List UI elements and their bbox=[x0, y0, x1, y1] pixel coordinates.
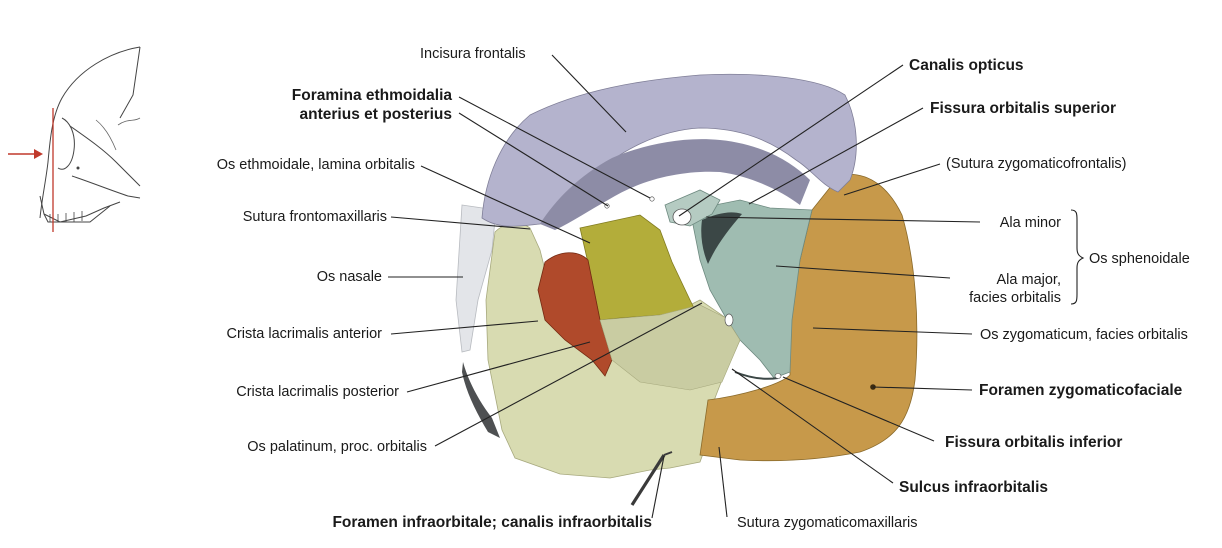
label-sutura-frontomaxillaris: Sutura frontomaxillaris bbox=[243, 209, 387, 225]
label-foramen-zygomaticofaciale: Foramen zygomaticofaciale bbox=[979, 382, 1183, 399]
orbit-illustration bbox=[455, 73, 918, 506]
skull-thumbnail bbox=[8, 46, 141, 232]
label-canalis-opticus: Canalis opticus bbox=[909, 57, 1024, 74]
label-ala-minor: Ala minor bbox=[1000, 215, 1061, 231]
label-ala-major-line2: facies orbitalis bbox=[969, 290, 1061, 306]
label-os-palatinum: Os palatinum, proc. orbitalis bbox=[247, 439, 427, 455]
label-ala-major-line1: Ala major, bbox=[997, 272, 1061, 288]
label-sutura-zygomaticofrontalis: (Sutura zygomaticofrontalis) bbox=[946, 156, 1127, 172]
label-sulcus-infraorbitalis: Sulcus infraorbitalis bbox=[899, 479, 1048, 496]
label-crista-lacrimalis-anterior: Crista lacrimalis anterior bbox=[226, 326, 382, 342]
label-foramina-ethmoidalia-line1: Foramina ethmoidalia bbox=[292, 87, 453, 104]
label-os-nasale: Os nasale bbox=[317, 269, 382, 285]
label-fissura-orbitalis-superior: Fissura orbitalis superior bbox=[930, 100, 1116, 117]
label-incisura-frontalis: Incisura frontalis bbox=[420, 46, 526, 62]
label-os-ethmoidale: Os ethmoidale, lamina orbitalis bbox=[217, 157, 415, 173]
label-crista-lacrimalis-posterior: Crista lacrimalis posterior bbox=[236, 384, 399, 400]
label-foramina-ethmoidalia-line2: anterius et posterius bbox=[300, 106, 452, 123]
label-os-zygomaticum: Os zygomaticum, facies orbitalis bbox=[980, 327, 1188, 343]
label-fissura-orbitalis-inferior: Fissura orbitalis inferior bbox=[945, 434, 1122, 451]
label-sutura-zygomaticomaxillaris: Sutura zygomaticomaxillaris bbox=[737, 515, 918, 531]
label-foramen-infraorbitale: Foramen infraorbitale; canalis infraorbi… bbox=[332, 514, 652, 531]
label-os-sphenoidale: Os sphenoidale bbox=[1089, 251, 1190, 267]
labels: Incisura frontalis Foramina ethmoidalia … bbox=[217, 46, 1190, 531]
leader-lines bbox=[388, 54, 1085, 519]
